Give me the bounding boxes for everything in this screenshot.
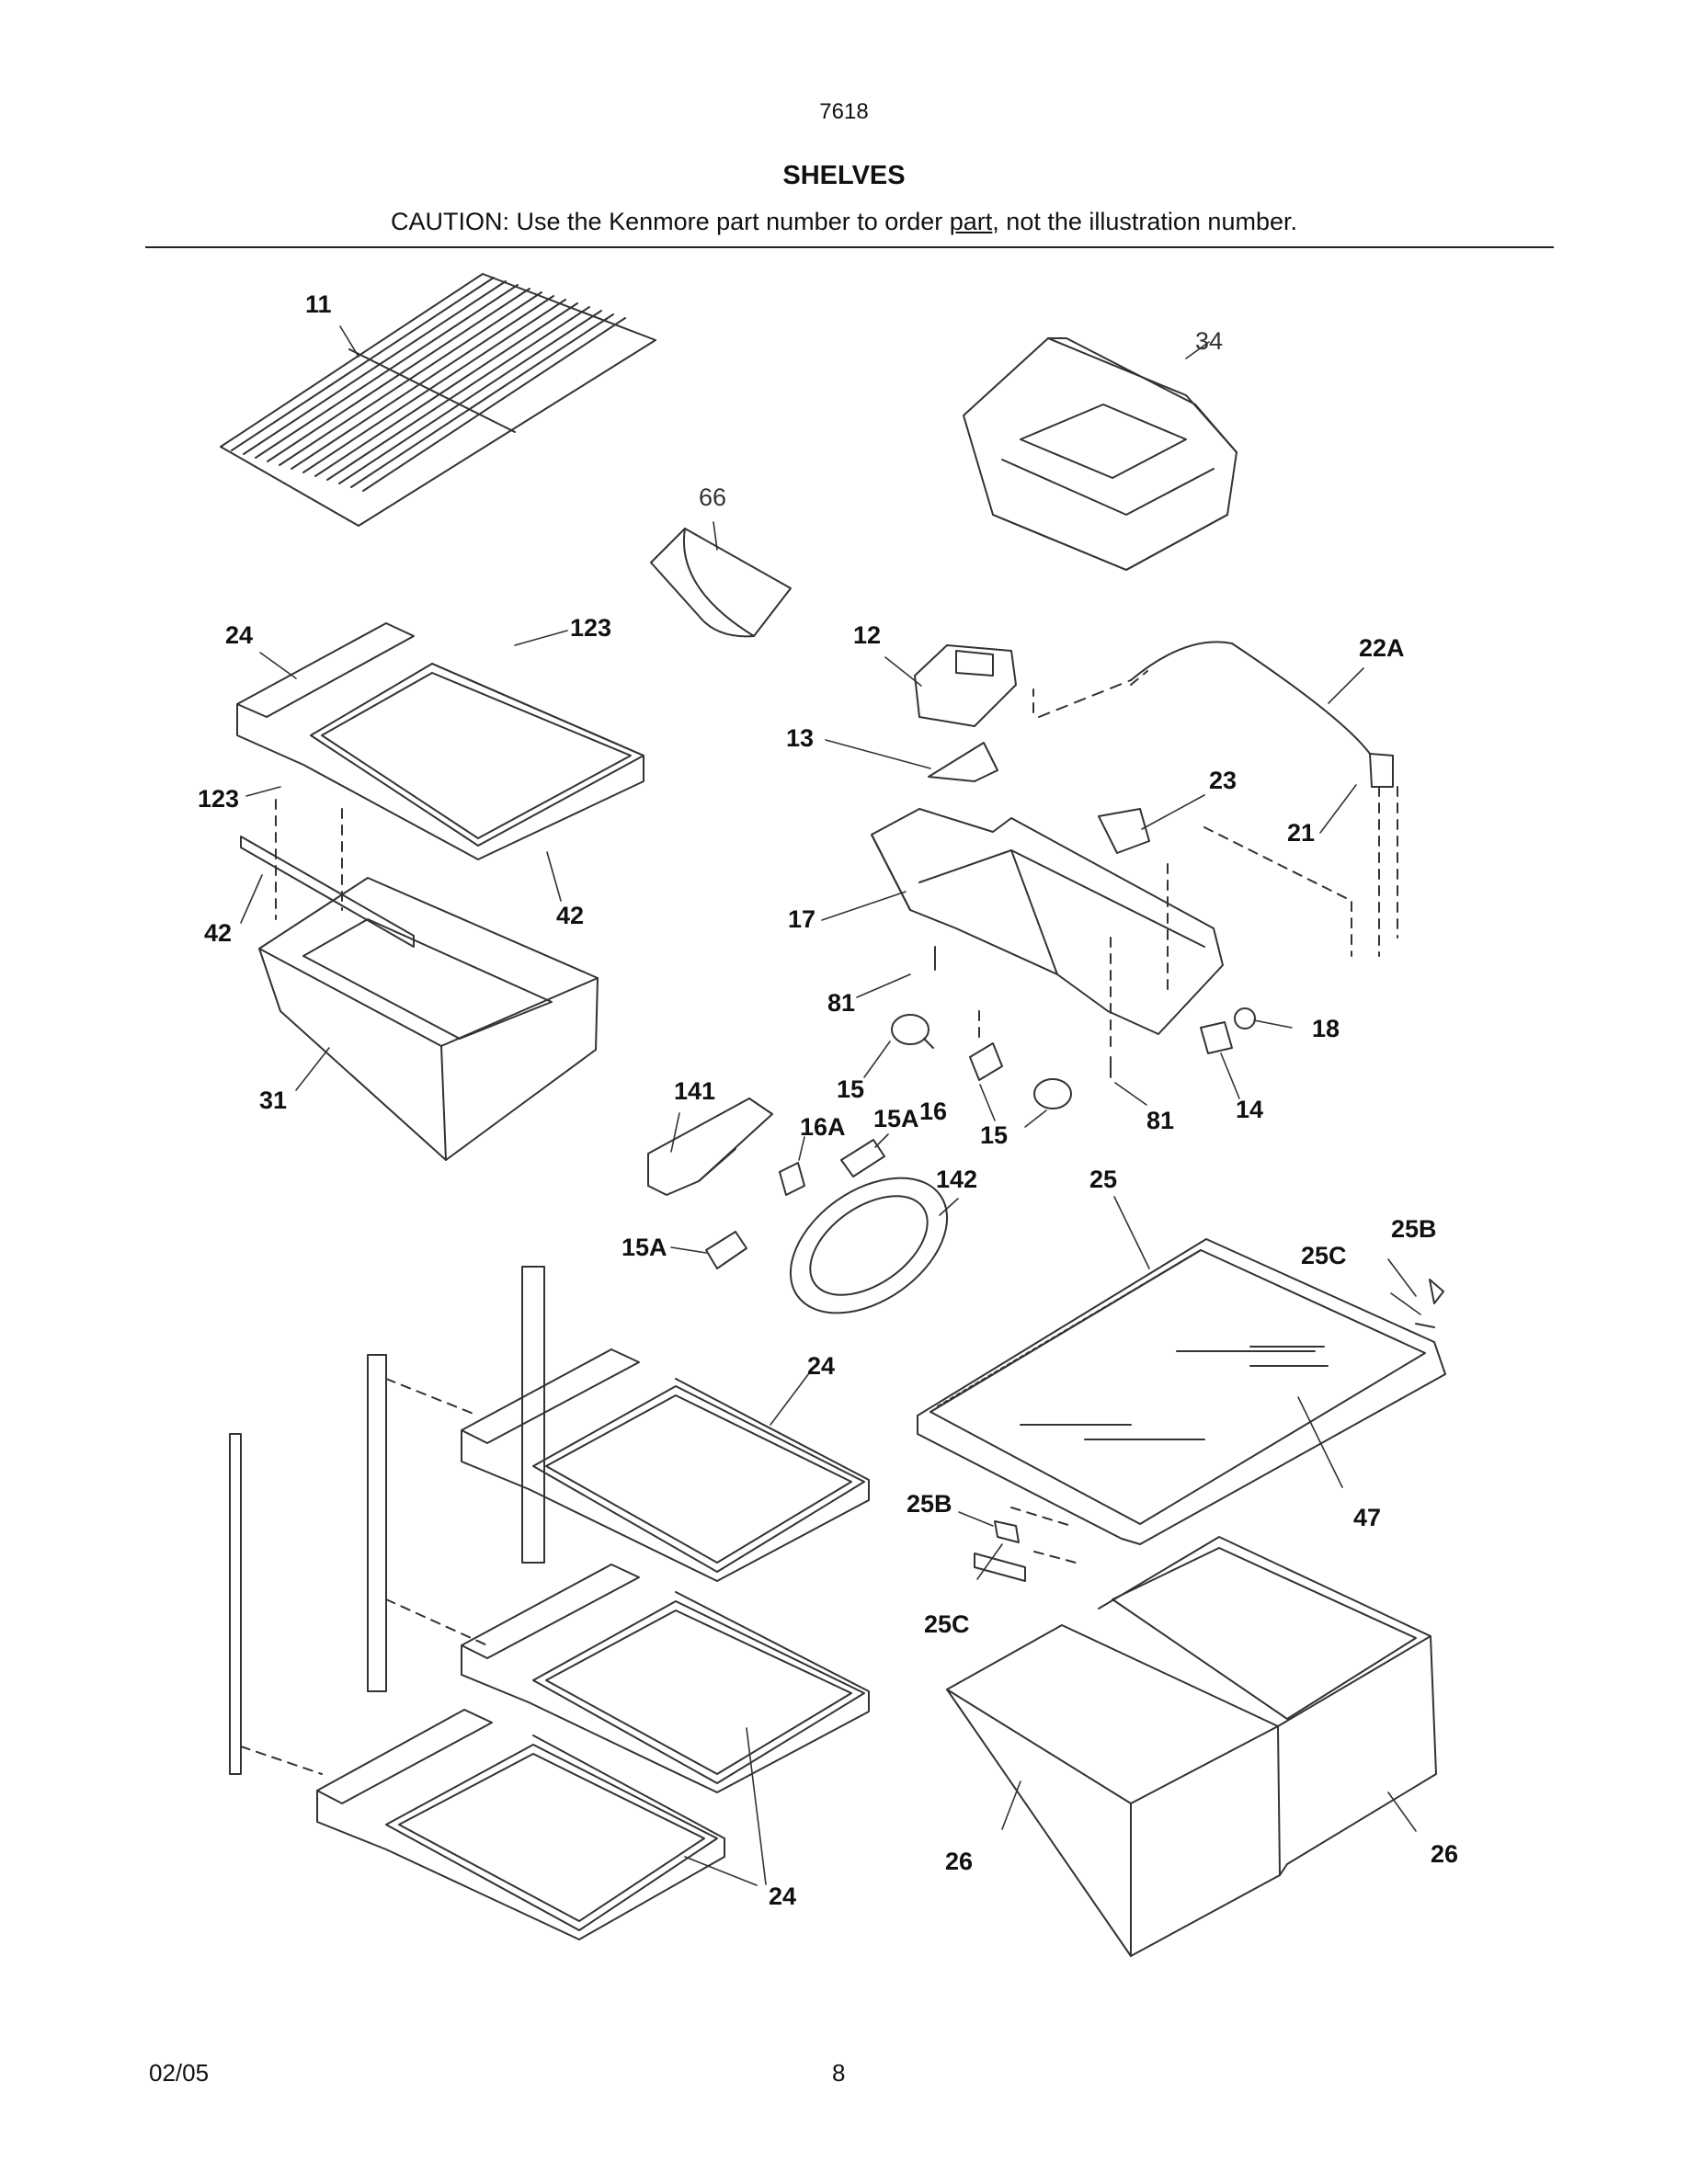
assembly-guides: [1010, 670, 1148, 1564]
callout-25C-bottom: 25C: [924, 1610, 970, 1638]
light-housing-cover: [914, 644, 1017, 727]
callout-15-left: 15: [837, 1075, 864, 1103]
crisper-drawer-right: [1098, 1536, 1437, 1876]
callout-12: 12: [853, 621, 881, 649]
callout-21: 21: [1287, 819, 1315, 847]
callout-26-left: 26: [945, 1848, 973, 1875]
callout-15A-lower: 15A: [622, 1234, 667, 1261]
callout-17: 17: [788, 905, 815, 933]
leader-lines: [240, 325, 1421, 1886]
crisper-drawer-left: [946, 1624, 1281, 1957]
page-number: 8: [832, 2059, 846, 2087]
callout-34: 34: [1195, 327, 1223, 355]
glass-shelf-bottom: [316, 1709, 725, 1940]
callout-16A: 16A: [800, 1113, 846, 1141]
callout-24-lower: 24: [769, 1883, 796, 1910]
callout-123-right: 123: [570, 614, 611, 642]
callout-14: 14: [1236, 1096, 1263, 1123]
shelf-ladder: [229, 1266, 545, 1775]
callout-123-left: 123: [198, 785, 239, 813]
bin-support-bracket: [240, 799, 415, 948]
bulb-socket: [969, 1010, 1003, 1081]
callout-15-right: 15: [980, 1121, 1008, 1149]
callout-31: 31: [259, 1086, 287, 1114]
callout-23: 23: [1209, 767, 1237, 794]
callout-25C-top: 25C: [1301, 1242, 1347, 1269]
caution-note: CAUTION: Use the Kenmore part number to …: [0, 208, 1688, 236]
glass-shelf-middle: [461, 1348, 870, 1582]
caution-underlined-word: part: [949, 208, 993, 235]
bulb-left: [891, 1014, 934, 1049]
lamp-cover-left: [647, 1098, 773, 1196]
revision-date: 02/05: [149, 2059, 210, 2087]
callout-25B-bottom: 25B: [907, 1490, 952, 1518]
callout-22A: 22A: [1359, 634, 1405, 662]
callout-81-left: 81: [827, 989, 855, 1017]
callout-81-right: 81: [1146, 1107, 1174, 1134]
callout-18: 18: [1312, 1015, 1340, 1042]
harness-and-switch: [1038, 641, 1398, 957]
caution-text-end: , not the illustration number.: [992, 208, 1297, 235]
glass-shelf-lower: [461, 1564, 870, 1793]
callout-26-right: 26: [1431, 1840, 1458, 1868]
caution-text-start: CAUTION: Use the Kenmore part number to …: [391, 208, 950, 235]
glass-shelf-upper: [236, 622, 644, 860]
callout-16: 16: [919, 1098, 947, 1125]
document-number: 7618: [819, 99, 869, 124]
callout-25: 25: [1089, 1166, 1117, 1193]
callout-66: 66: [699, 483, 726, 511]
bulb-tube-lower: [705, 1231, 747, 1269]
callout-13: 13: [786, 724, 814, 752]
callout-11: 11: [305, 290, 332, 318]
page-title: SHELVES: [782, 161, 906, 190]
switch-knob: [1234, 1007, 1256, 1029]
callout-47: 47: [1353, 1504, 1381, 1531]
callout-42-left: 42: [204, 919, 232, 947]
lamp-lens-oval: [789, 1177, 949, 1314]
bulb-tube-upper: [840, 1139, 885, 1177]
light-lens: [928, 742, 998, 782]
callout-141: 141: [674, 1077, 715, 1105]
light-housing: [871, 808, 1224, 1035]
control-module: [1098, 808, 1352, 994]
header-divider: [145, 246, 1554, 248]
crisper-bin-left: [258, 877, 599, 1161]
shelf-endcap: [974, 1279, 1444, 1582]
socket-left: [779, 1162, 805, 1196]
rocker-switch: [1200, 1021, 1233, 1054]
callout-24-upper: 24: [225, 621, 253, 649]
bulb-right: [1033, 1078, 1072, 1109]
shelf-trough: [650, 528, 792, 638]
callout-24-middle: 24: [807, 1352, 835, 1380]
callout-25B-top: 25B: [1391, 1215, 1437, 1243]
callout-142: 142: [936, 1166, 977, 1193]
crisper-bin-upper: [963, 337, 1237, 571]
callout-15A-upper: 15A: [873, 1105, 919, 1132]
callout-42-right: 42: [556, 902, 584, 929]
wire-shelf: [220, 273, 656, 527]
shelf-frame-large: [917, 1238, 1446, 1545]
